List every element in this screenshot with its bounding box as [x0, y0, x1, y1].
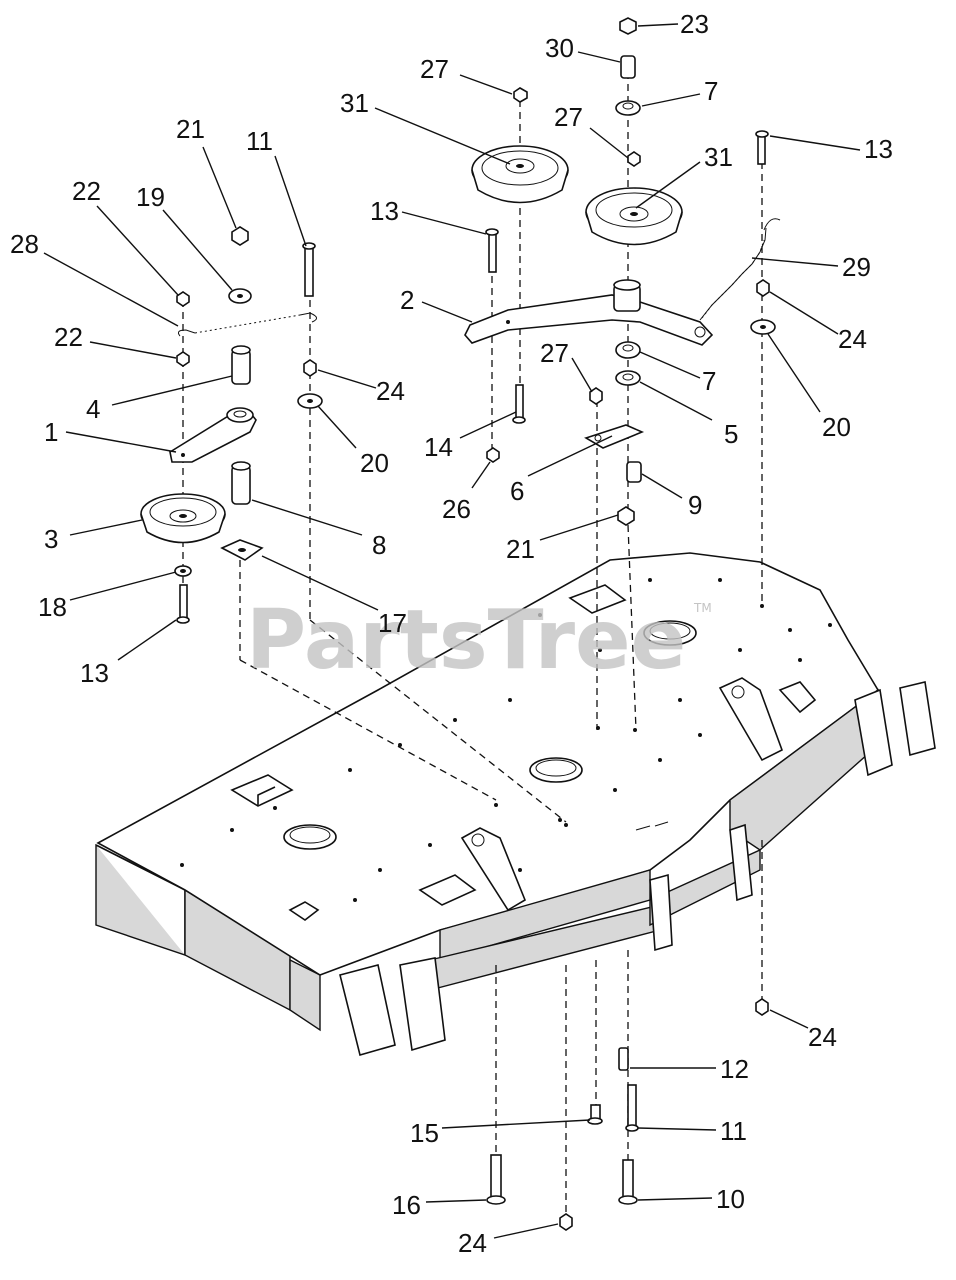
callout-8: 8	[372, 530, 386, 560]
callout-11-top: 11	[246, 126, 273, 156]
callout-28: 28	[10, 229, 39, 259]
callout-31-right: 31	[704, 142, 733, 172]
callout-23: 23	[680, 9, 709, 39]
callout-18: 18	[38, 592, 67, 622]
callout-14: 14	[424, 432, 453, 462]
callout-15: 15	[410, 1118, 439, 1148]
callout-27-lower: 27	[540, 338, 569, 368]
callout-17: 17	[378, 608, 407, 638]
idler-pulley-31-left	[471, 145, 569, 204]
callout-29: 29	[842, 252, 871, 282]
callout-6: 6	[510, 476, 524, 506]
callout-1: 1	[44, 417, 58, 447]
callout-24-lower-right: 24	[808, 1022, 837, 1052]
mower-deck	[95, 552, 936, 1056]
callout-11-bottom: 11	[720, 1116, 747, 1146]
tension-spring-29	[699, 218, 781, 321]
watermark-trademark: TM	[693, 601, 712, 615]
callout-2: 2	[400, 285, 414, 315]
callout-10: 10	[716, 1184, 745, 1214]
callout-24-left: 24	[376, 376, 405, 406]
callout-22-top: 22	[72, 176, 101, 206]
idler-arm-2	[464, 279, 714, 346]
callout-21-lower: 21	[506, 534, 535, 564]
callout-19: 19	[136, 182, 165, 212]
callout-27-mid: 27	[554, 102, 583, 132]
callout-20-left: 20	[360, 448, 389, 478]
callout-5: 5	[724, 419, 738, 449]
tension-spring-28	[178, 312, 317, 337]
callout-24-bottom: 24	[458, 1228, 487, 1258]
idler-arm-1	[169, 407, 257, 463]
callout-13-bottom-left: 13	[80, 658, 109, 688]
callout-13-middle: 13	[370, 196, 399, 226]
parts	[140, 17, 781, 1231]
callout-16: 16	[392, 1190, 421, 1220]
callout-22-lower: 22	[54, 322, 83, 352]
callout-30: 30	[545, 33, 574, 63]
callout-31-left: 31	[340, 88, 369, 118]
callouts: 23 30 27 7 31 27 31 13 21 11 22 19	[10, 9, 893, 1258]
idler-pulley-31-right	[585, 187, 683, 246]
callout-20-right: 20	[822, 412, 851, 442]
callout-26: 26	[442, 494, 471, 524]
callout-27-top: 27	[420, 54, 449, 84]
watermark-text: PartsTree	[246, 593, 686, 688]
callout-3: 3	[44, 524, 58, 554]
callout-24-upper-right: 24	[838, 324, 867, 354]
callout-9: 9	[688, 490, 702, 520]
callout-7-top: 7	[704, 76, 718, 106]
callout-12: 12	[720, 1054, 749, 1084]
idler-pulley-3	[140, 493, 226, 544]
callout-21-top: 21	[176, 114, 205, 144]
callout-13-top-right: 13	[864, 134, 893, 164]
callout-4: 4	[86, 394, 100, 424]
watermark: PartsTree TM	[246, 593, 712, 688]
callout-7-lower: 7	[702, 366, 716, 396]
